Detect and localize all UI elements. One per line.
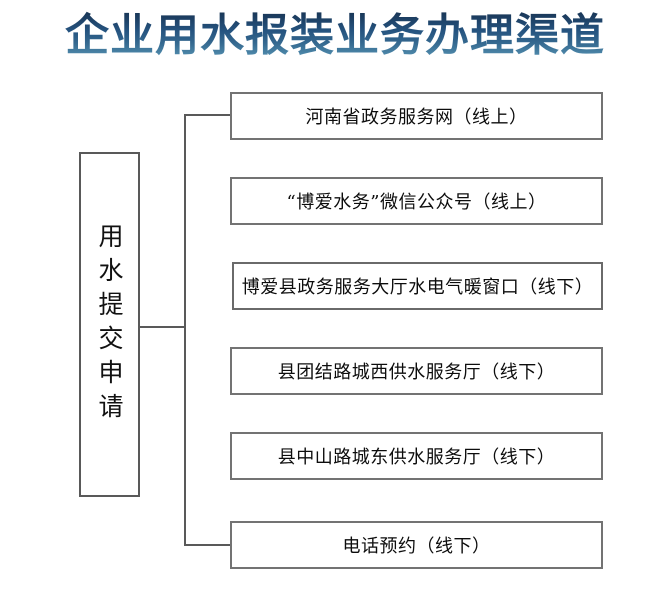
channel-label-3: 博爱县政务服务大厅水电气暖窗口（线下）: [241, 277, 594, 298]
channel-node-5: 县中山路城东供水服务厅（线下）: [230, 432, 603, 480]
channel-label-1: 河南省政务服务网（线上）: [305, 107, 528, 128]
channel-node-3: 博爱县政务服务大厅水电气暖窗口（线下）: [232, 262, 603, 310]
channel-node-1: 河南省政务服务网（线上）: [230, 92, 603, 140]
connector-vertical-trunk: [184, 114, 186, 546]
source-node-label: 用水提交申请: [95, 222, 124, 427]
channel-node-6: 电话预约（线下）: [230, 521, 603, 569]
channel-label-6: 电话预约（线下）: [342, 536, 491, 557]
channel-node-4: 县团结路城西供水服务厅（线下）: [230, 347, 603, 395]
channel-node-2: “博爱水务”微信公众号（线上）: [230, 177, 603, 225]
connector-stub-to-channel-1: [184, 114, 232, 116]
channel-label-5: 县中山路城东供水服务厅（线下）: [277, 447, 556, 468]
channel-label-2: “博爱水务”微信公众号（线上）: [286, 192, 547, 213]
connector-stub-to-channel-6: [184, 544, 232, 546]
page-title: 企业用水报装业务办理渠道: [0, 8, 670, 64]
channel-label-4: 县团结路城西供水服务厅（线下）: [277, 362, 556, 383]
source-node-application: 用水提交申请: [79, 152, 140, 497]
connector-stub-from-source: [139, 326, 186, 328]
